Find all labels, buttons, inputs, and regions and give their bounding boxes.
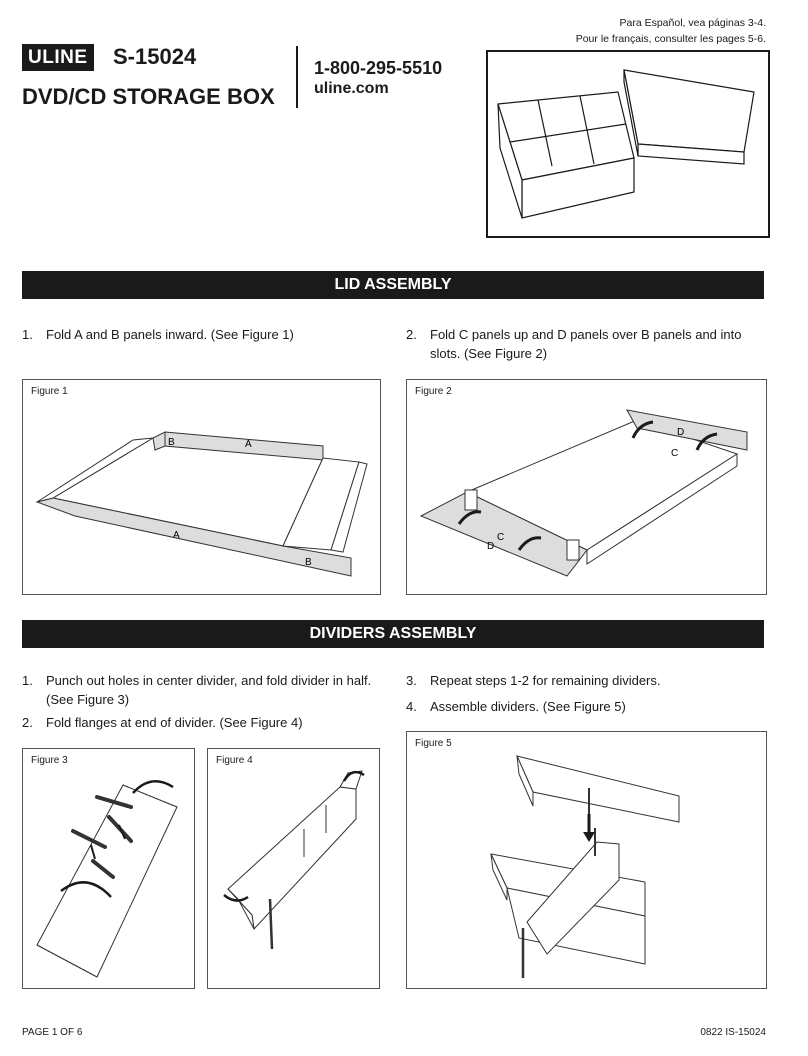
divider-step-4: 4. Assemble dividers. (See Figure 5) xyxy=(406,697,766,716)
lid-flat-drawing: B A A B xyxy=(35,431,368,577)
model-number: S-15024 xyxy=(113,44,197,69)
spanish-note: Para Español, vea páginas 3-4. xyxy=(619,17,766,29)
panel-label-d-right: D xyxy=(677,427,684,438)
document-code: 0822 IS-15024 xyxy=(700,1027,766,1038)
step-number: 4. xyxy=(406,699,417,714)
step-text: Fold flanges at end of divider. (See Fig… xyxy=(46,715,303,730)
figure-4-label: Figure 4 xyxy=(216,755,253,766)
panel-label-b-bottom: B xyxy=(305,557,312,568)
panel-label-d-left: D xyxy=(487,541,494,552)
step-text: Punch out holes in center divider, and f… xyxy=(46,673,372,707)
lid-step-2: 2. Fold C panels up and D panels over B … xyxy=(406,325,766,363)
step-number: 2. xyxy=(22,715,33,730)
step-text: Fold A and B panels inward. (See Figure … xyxy=(46,327,294,342)
figure-1-label: Figure 1 xyxy=(31,386,68,397)
lid-assembly-heading: LID ASSEMBLY xyxy=(22,271,764,299)
step-number: 1. xyxy=(22,673,33,688)
dividers-assembly-drawing xyxy=(490,755,680,978)
product-title: DVD/CD STORAGE BOX xyxy=(22,84,275,109)
figure-1: Figure 1 B A A B xyxy=(22,379,381,595)
figure-2-label: Figure 2 xyxy=(415,386,452,397)
divider-step-1: 1. Punch out holes in center divider, an… xyxy=(22,671,372,709)
step-number: 2. xyxy=(406,327,417,342)
uline-logo: ULINE xyxy=(22,44,94,71)
divider-step-3: 3. Repeat steps 1-2 for remaining divide… xyxy=(406,671,766,690)
lid-folding-drawing: D C C D xyxy=(419,409,748,577)
panel-label-c-right: C xyxy=(671,448,678,459)
figure-3-label: Figure 3 xyxy=(31,755,68,766)
figure-4: Figure 4 xyxy=(207,748,380,989)
dividers-assembly-heading: DIVIDERS ASSEMBLY xyxy=(22,620,764,648)
header-divider xyxy=(296,46,298,108)
divider-flanges-drawing xyxy=(223,770,365,950)
phone-number: 1-800-295-5510 xyxy=(314,58,443,78)
hero-box-illustration xyxy=(486,50,770,238)
page-number: PAGE 1 OF 6 xyxy=(22,1027,83,1038)
divider-step-2: 2. Fold flanges at end of divider. (See … xyxy=(22,713,372,732)
figure-3: Figure 3 xyxy=(22,748,195,989)
step-text: Fold C panels up and D panels over B pan… xyxy=(430,327,742,361)
storage-box-drawing xyxy=(497,69,755,219)
panel-label-a-top: A xyxy=(245,439,252,450)
figure-2: Figure 2 D C C D xyxy=(406,379,767,595)
lid-step-1: 1. Fold A and B panels inward. (See Figu… xyxy=(22,325,362,344)
step-number: 1. xyxy=(22,327,33,342)
step-number: 3. xyxy=(406,673,417,688)
step-text: Assemble dividers. (See Figure 5) xyxy=(430,699,626,714)
figure-5: Figure 5 xyxy=(406,731,767,989)
french-note: Pour le français, consulter les pages 5-… xyxy=(575,33,766,45)
website-link[interactable]: uline.com xyxy=(314,80,389,97)
panel-label-b-top: B xyxy=(168,437,175,448)
figure-5-label: Figure 5 xyxy=(415,738,452,749)
panel-label-c-left: C xyxy=(497,532,504,543)
center-divider-drawing xyxy=(36,780,178,978)
step-text: Repeat steps 1-2 for remaining dividers. xyxy=(430,673,661,688)
panel-label-a-bottom: A xyxy=(173,530,180,541)
